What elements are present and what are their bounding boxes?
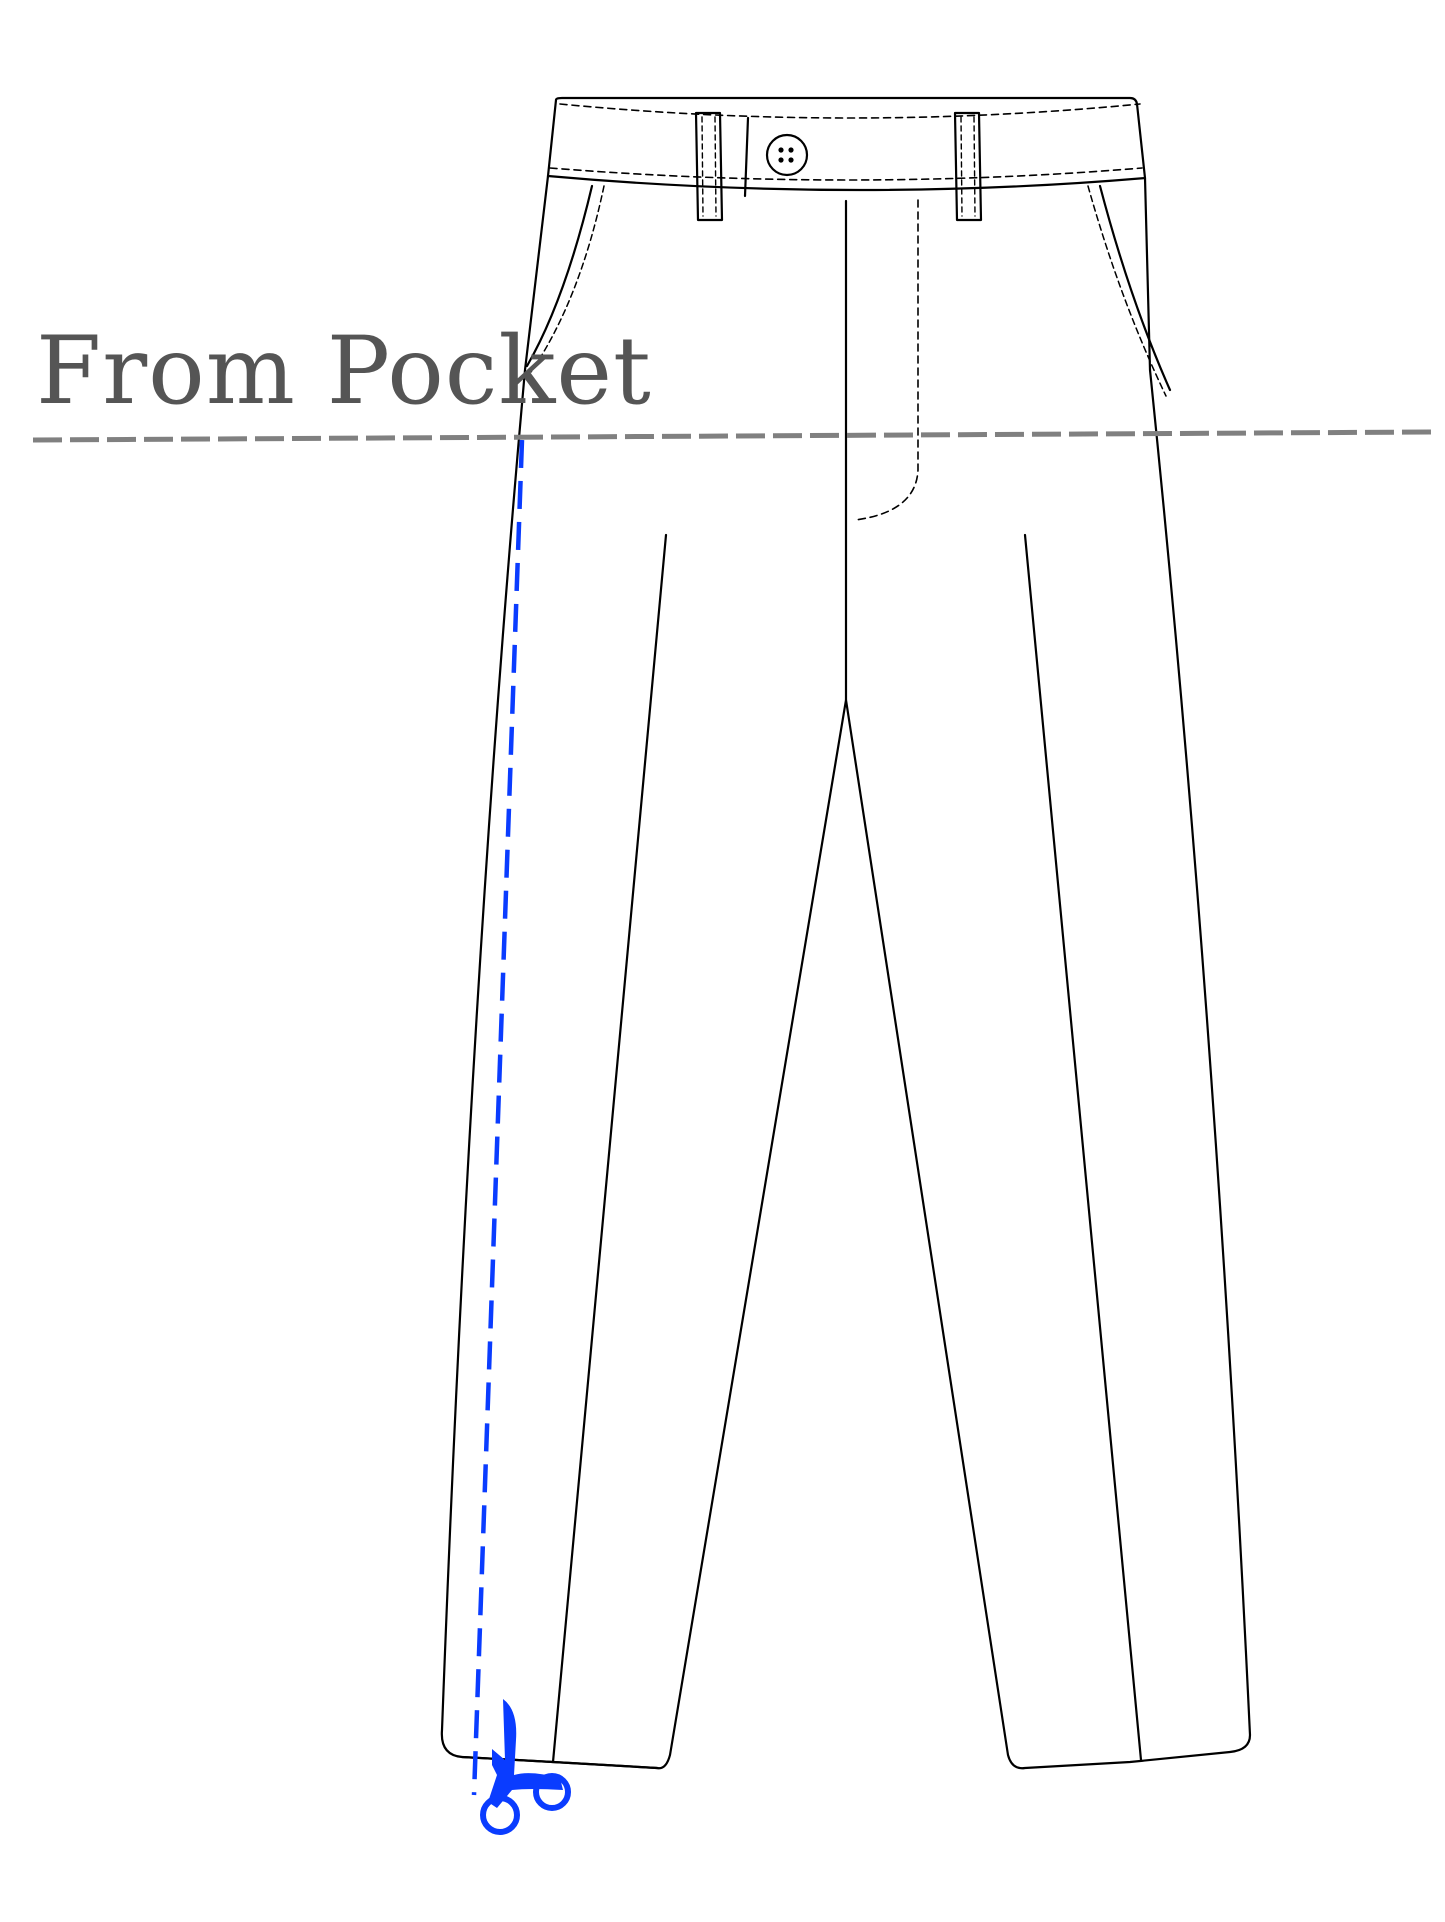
crease-left bbox=[551, 533, 668, 1764]
button-icon bbox=[765, 133, 809, 177]
waistband bbox=[546, 96, 1147, 192]
trousers-outline bbox=[440, 174, 1252, 1770]
waistband-top-stitch bbox=[559, 103, 1141, 119]
belt-loop-left bbox=[694, 111, 724, 222]
crease-right bbox=[1023, 533, 1143, 1762]
pocket-measurement-line bbox=[32, 429, 1434, 443]
belt-loop-right bbox=[953, 111, 983, 222]
scissors-icon bbox=[480, 1699, 571, 1835]
pocket-left bbox=[525, 184, 594, 368]
pocket-right bbox=[1098, 184, 1172, 392]
cut-line bbox=[471, 439, 525, 1796]
measurement-label: From Pocket bbox=[36, 317, 652, 426]
waistband-bottom-stitch bbox=[549, 167, 1143, 181]
fly-stitch bbox=[854, 199, 919, 521]
